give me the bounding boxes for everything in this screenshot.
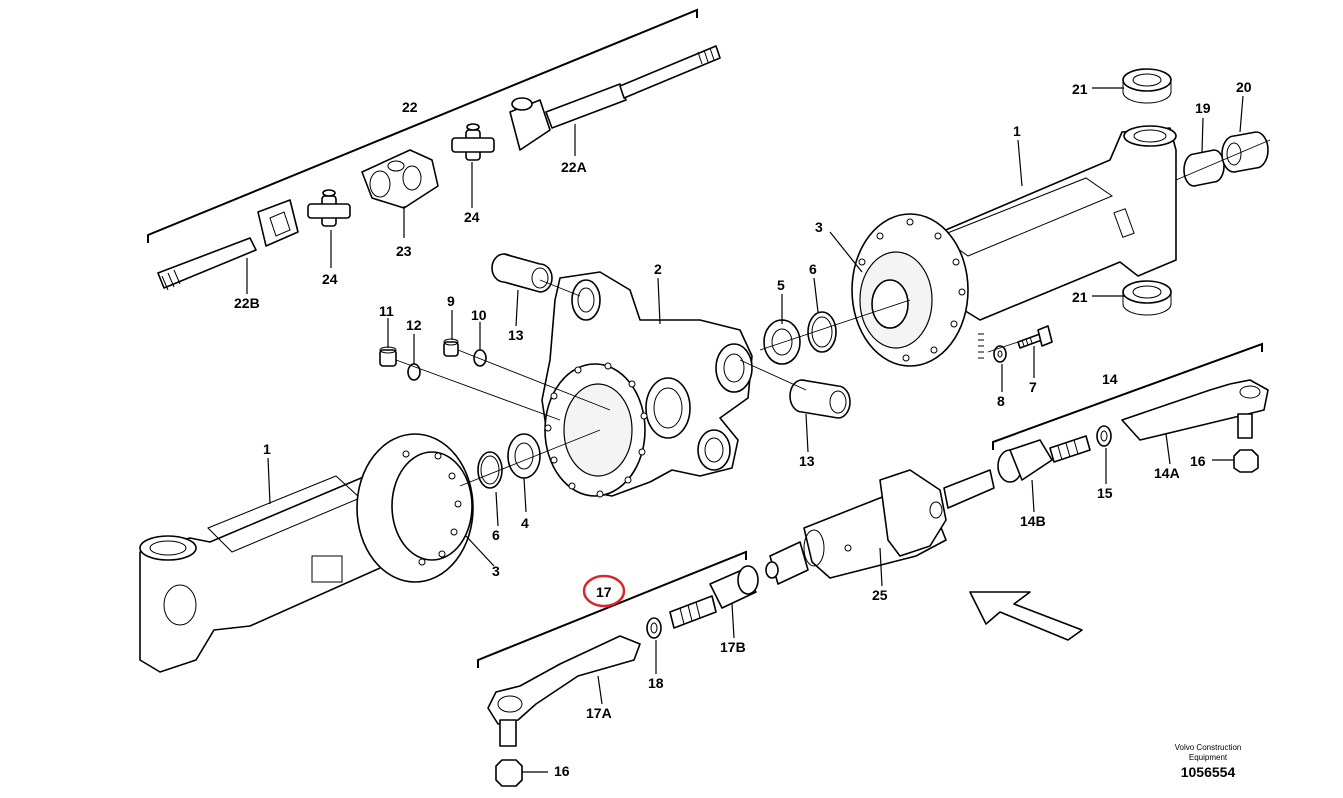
- cross-24-right: [451, 123, 495, 161]
- callout-3-left: 3: [492, 563, 500, 579]
- callout-14b: 14B: [1020, 513, 1046, 529]
- bearing-21-bottom: [1122, 280, 1172, 316]
- nut-16-left: [495, 759, 523, 787]
- callout-21-top: 21: [1072, 81, 1088, 97]
- washer-8: [993, 345, 1007, 363]
- cross-24-left: [307, 189, 351, 227]
- callout-18: 18: [648, 675, 664, 691]
- callout-15: 15: [1097, 485, 1113, 501]
- flange-bolt-holes-left: [402, 450, 462, 566]
- axle-housing-right: [829, 68, 1271, 367]
- callout-10: 10: [471, 307, 487, 323]
- inner-joint-14b: [997, 435, 1091, 483]
- callout-22a: 22A: [561, 159, 587, 175]
- callout-1-right: 1: [1013, 123, 1021, 139]
- bushing-13-bottom: [789, 379, 851, 419]
- washer-18: [646, 617, 662, 639]
- tie-rod-group-17: [477, 550, 779, 787]
- bushing-19: [1183, 149, 1225, 187]
- callout-6-left: 6: [492, 527, 500, 543]
- tie-rod-group-14: [992, 342, 1269, 513]
- tie-rod-end-14a: [1121, 379, 1269, 441]
- callout-17b: 17B: [720, 639, 746, 655]
- tie-rod-end-17a: [487, 635, 641, 747]
- nut-16-right: [1233, 449, 1259, 473]
- bearing-21-top: [1122, 68, 1172, 104]
- bushing-20: [1221, 131, 1269, 173]
- callout-11: 11: [379, 303, 394, 319]
- plug-11: [379, 346, 397, 367]
- flange-bolt-holes-knuckle: [544, 362, 648, 498]
- callout-21-bottom: 21: [1072, 289, 1088, 305]
- callout-3-right: 3: [815, 219, 823, 235]
- callout-13-bottom: 13: [799, 453, 815, 469]
- highlight-ring-17: [582, 574, 626, 608]
- callout-19: 19: [1195, 100, 1211, 116]
- callout-16-left: 16: [554, 763, 570, 779]
- seal-6-right: [807, 311, 837, 353]
- callout-17: 17: [596, 584, 612, 600]
- callout-6-right: 6: [809, 261, 817, 277]
- bushing-13-top: [491, 253, 553, 293]
- callout-25: 25: [872, 587, 888, 603]
- footer-company-line2: Equipment: [1188, 753, 1228, 762]
- shaft-22b: [157, 199, 299, 291]
- callout-7: 7: [1029, 379, 1037, 395]
- shaft-22a: [509, 45, 721, 151]
- inner-joint-17b: [669, 561, 779, 629]
- footer-company: Volvo Construction Equipment: [1150, 743, 1266, 763]
- seal-10: [473, 349, 487, 367]
- callout-12: 12: [406, 317, 422, 333]
- callout-22: 22: [402, 99, 418, 115]
- callout-4: 4: [521, 515, 529, 531]
- callout-14: 14: [1102, 371, 1118, 387]
- callout-5: 5: [777, 277, 785, 293]
- callout-23: 23: [396, 243, 412, 259]
- group-rail-22: [147, 8, 698, 243]
- knuckle-housing-2: [541, 271, 753, 498]
- seal-6-left: [477, 451, 503, 489]
- yoke-23: [361, 149, 439, 209]
- callout-24-right: 24: [464, 209, 480, 225]
- axle-housing-left: [139, 433, 474, 673]
- arrow-up-left-icon: [969, 591, 1083, 641]
- callout-20: 20: [1236, 79, 1252, 95]
- callout-13-top: 13: [508, 327, 524, 343]
- plug-9: [443, 338, 459, 357]
- bearing-5: [763, 319, 801, 365]
- callout-labels: 22 22A 22B 23 24 24 21 21 20 19 1 1 2 3 …: [234, 79, 1252, 779]
- bolt-7: [1017, 325, 1053, 349]
- drive-shaft-group: [147, 8, 721, 294]
- steering-cylinder-25: [769, 469, 995, 585]
- callout-8: 8: [997, 393, 1005, 409]
- callout-2: 2: [654, 261, 662, 277]
- footer-company-line1: Volvo Construction: [1174, 743, 1242, 752]
- washer-15: [1096, 425, 1112, 447]
- callout-17a: 17A: [586, 705, 612, 721]
- callout-22b: 22B: [234, 295, 260, 311]
- callout-14a: 14A: [1154, 465, 1180, 481]
- callout-9: 9: [447, 293, 455, 309]
- flange-bolt-holes-right: [858, 218, 966, 362]
- callout-1-left: 1: [263, 441, 271, 457]
- footer-drawing-number: 1056554: [1180, 764, 1236, 780]
- callout-24-left: 24: [322, 271, 338, 287]
- callout-16-right: 16: [1190, 453, 1206, 469]
